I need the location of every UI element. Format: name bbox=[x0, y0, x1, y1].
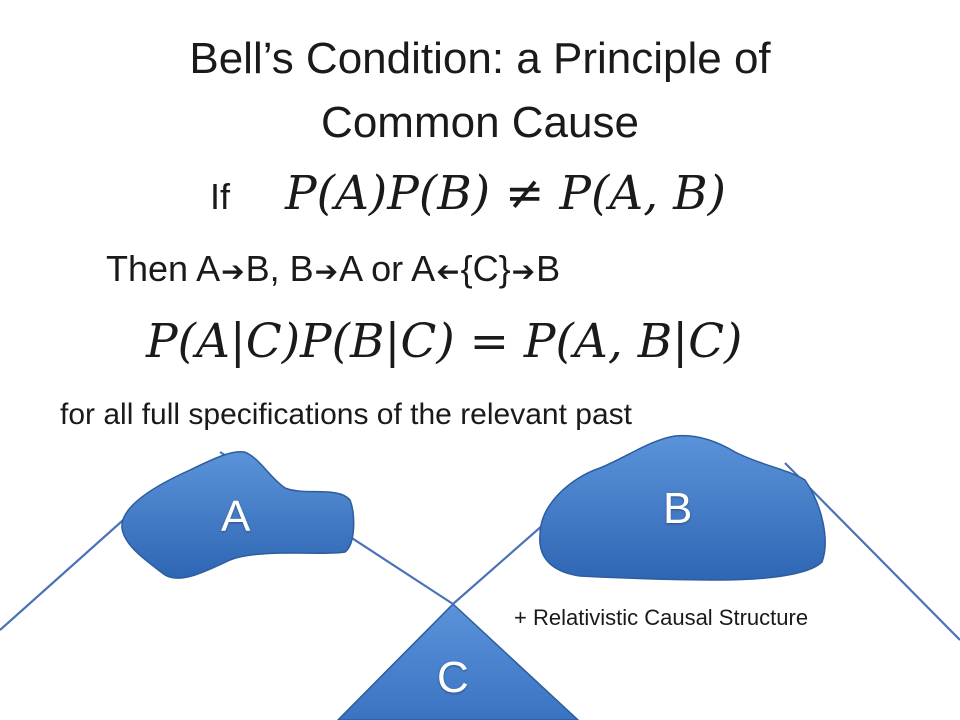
relativistic-note: + Relativistic Causal Structure bbox=[514, 605, 809, 630]
then-final: B bbox=[536, 248, 561, 289]
if-label: If bbox=[210, 176, 231, 217]
right-arrow-icon: ➔ bbox=[511, 255, 536, 287]
right-arrow-icon: ➔ bbox=[221, 255, 245, 287]
inequality-formula: P(A)P(B) ≠ P(A, B) bbox=[285, 166, 726, 221]
screening-formula: P(A|C)P(B|C) = P(A, B|C) bbox=[146, 314, 743, 369]
region-a-label: A bbox=[221, 492, 251, 541]
then-statement: Then A➔B, B➔A or A➔{C}➔B bbox=[106, 248, 560, 290]
then-part-1: B, B bbox=[245, 248, 314, 289]
then-brace: {C} bbox=[460, 248, 511, 289]
cone-line-b-right bbox=[784, 462, 960, 641]
qualifier-text: for all full specifications of the relev… bbox=[60, 398, 632, 431]
slide-title-line-1: Bell’s Condition: a Principle of bbox=[189, 34, 771, 83]
region-c-shape bbox=[336, 602, 580, 720]
region-b-label: B bbox=[663, 484, 693, 533]
region-b-shape bbox=[539, 434, 826, 581]
cone-line-a-left bbox=[0, 504, 141, 631]
right-arrow-icon: ➔ bbox=[314, 255, 339, 287]
then-part-2: A or A bbox=[339, 248, 436, 289]
region-c-label: C bbox=[437, 653, 469, 702]
region-a-shape bbox=[121, 450, 355, 579]
slide-title-line-2: Common Cause bbox=[321, 98, 639, 147]
then-prefix: Then A bbox=[106, 248, 221, 289]
